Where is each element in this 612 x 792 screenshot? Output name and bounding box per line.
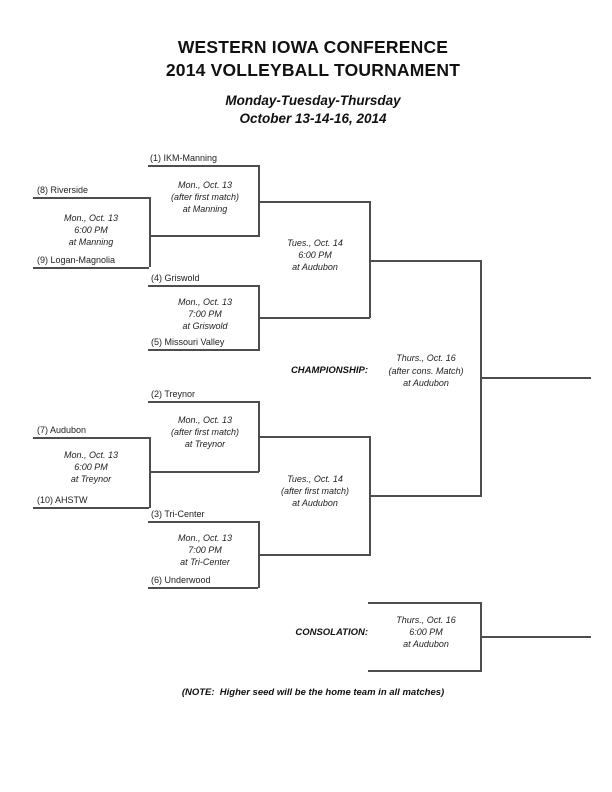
bracket-line-seed9 [33, 267, 149, 269]
match-info-line: 7:00 PM [188, 309, 222, 319]
match-info-line: at Audubon [292, 498, 338, 508]
match-info-line: Thurs., Oct. 16 [396, 615, 456, 625]
team-label-ahstw: (10) AHSTW [37, 495, 88, 505]
page-subtitle-line1: Monday-Tuesday-Thursday [225, 93, 401, 108]
match-info-qf3: Mon., Oct. 13 (after first match) at Tre… [140, 414, 270, 450]
bracket-line-sf1-winner [369, 260, 482, 262]
bracket-line-seed3 [148, 521, 258, 523]
bracket-line-qf1-winner [258, 201, 370, 203]
bracket-line-playin2-winner [149, 471, 259, 473]
bracket-line-playin1-winner [149, 235, 259, 237]
page-title: WESTERN IOWA CONFERENCE 2014 VOLLEYBALL … [13, 36, 612, 82]
match-info-line: Mon., Oct. 13 [177, 297, 233, 307]
bracket-connector-playin2 [149, 437, 151, 508]
bracket-line-seed4 [148, 285, 258, 287]
match-info-line: at Treynor [184, 439, 226, 449]
match-info-line: Mon., Oct. 13 [177, 533, 233, 543]
match-info-line: (after first match) [280, 486, 349, 496]
bracket-line-seed8 [33, 197, 149, 199]
match-info-sf2: Tues., Oct. 14 (after first match) at Au… [250, 473, 380, 509]
page-subtitle-line2: October 13-14-16, 2014 [239, 111, 387, 126]
match-info-consolation: Thurs., Oct. 16 6:00 PM at Audubon [361, 614, 491, 650]
bracket-connector-consolation [480, 602, 482, 672]
bracket-line-seed2 [148, 401, 258, 403]
match-info-line: (after cons. Match) [388, 365, 464, 376]
bracket-line-seed10 [33, 507, 149, 509]
match-info-line: at Manning [182, 204, 228, 214]
bracket-connector-sf1 [369, 201, 371, 318]
match-info-championship: Thurs., Oct. 16 (after cons. Match) at A… [361, 352, 491, 390]
bracket-line-qf2-winner [258, 317, 370, 319]
bracket-connector-championship [480, 260, 482, 497]
team-label-logan-magnolia: (9) Logan-Magnolia [37, 255, 116, 265]
bracket-connector-playin1 [149, 197, 151, 267]
match-info-line: at Tri-Center [180, 557, 230, 567]
match-info-playin2: Mon., Oct. 13 6:00 PM at Treynor [26, 449, 156, 485]
bracket-line-seed1 [148, 165, 258, 167]
bracket-connector-sf2 [369, 436, 371, 556]
match-info-line: (after first match) [170, 427, 239, 437]
team-label-audubon: (7) Audubon [37, 425, 87, 435]
match-info-line: Thurs., Oct. 16 [396, 353, 456, 363]
match-info-line: Tues., Oct. 14 [287, 474, 343, 484]
match-info-line: Mon., Oct. 13 [177, 180, 233, 190]
footer-note: (NOTE: Higher seed will be the home team… [181, 687, 445, 698]
match-info-line: 6:00 PM [74, 225, 108, 235]
match-info-qf2: Mon., Oct. 13 7:00 PM at Griswold [140, 296, 270, 332]
bracket-line-seed6 [148, 587, 258, 589]
match-info-line: Tues., Oct. 14 [287, 238, 343, 248]
page-title-line2: 2014 VOLLEYBALL TOURNAMENT [165, 60, 461, 80]
bracket-connector-qf4 [258, 521, 260, 588]
match-info-playin1: Mon., Oct. 13 6:00 PM at Manning [26, 212, 156, 248]
match-info-line: at Manning [68, 237, 114, 247]
bracket-connector-qf1 [258, 165, 260, 237]
page-subtitle: Monday-Tuesday-Thursday October 13-14-16… [13, 92, 612, 128]
bracket-line-qf3-winner [258, 436, 370, 438]
match-info-sf1: Tues., Oct. 14 6:00 PM at Audubon [250, 237, 380, 273]
bracket-connector-qf3 [258, 401, 260, 472]
team-label-treynor: (2) Treynor [151, 389, 196, 399]
match-info-qf1: Mon., Oct. 13 (after first match) at Man… [140, 179, 270, 215]
match-info-line: at Audubon [403, 639, 449, 649]
bracket-line-consolation-winner [480, 636, 591, 638]
team-label-tri-center: (3) Tri-Center [151, 509, 205, 519]
team-label-riverside: (8) Riverside [37, 185, 89, 195]
match-info-line: Mon., Oct. 13 [63, 213, 119, 223]
match-info-line: Mon., Oct. 13 [63, 450, 119, 460]
bracket-connector-qf2 [258, 285, 260, 351]
bracket-line-seed7 [33, 437, 149, 439]
team-label-ikm-manning: (1) IKM-Manning [150, 153, 218, 163]
page-title-line1: WESTERN IOWA CONFERENCE [177, 37, 449, 57]
bracket-line-consolation-top [368, 602, 482, 604]
match-info-line: (after first match) [170, 192, 239, 202]
match-info-line: 6:00 PM [74, 462, 108, 472]
bracket-line-qf4-winner [258, 554, 370, 556]
bracket-line-sf2-winner [369, 495, 482, 497]
bracket-line-consolation-bottom [368, 670, 482, 672]
consolation-label: CONSOLATION: [295, 627, 368, 638]
match-info-line: Mon., Oct. 13 [177, 415, 233, 425]
team-label-underwood: (6) Underwood [151, 575, 211, 585]
match-info-line: at Audubon [403, 378, 449, 388]
match-info-line: at Treynor [70, 474, 112, 484]
team-label-griswold: (4) Griswold [151, 273, 200, 283]
bracket-line-championship-winner [480, 377, 591, 379]
team-label-missouri-valley: (5) Missouri Valley [151, 337, 225, 347]
match-info-line: at Audubon [292, 262, 338, 272]
bracket-line-seed5 [148, 349, 258, 351]
match-info-line: 6:00 PM [298, 250, 332, 260]
match-info-line: at Griswold [182, 321, 228, 331]
match-info-line: 7:00 PM [188, 545, 222, 555]
championship-label: CHAMPIONSHIP: [290, 365, 368, 376]
match-info-line: 6:00 PM [409, 627, 443, 637]
match-info-qf4: Mon., Oct. 13 7:00 PM at Tri-Center [140, 532, 270, 568]
